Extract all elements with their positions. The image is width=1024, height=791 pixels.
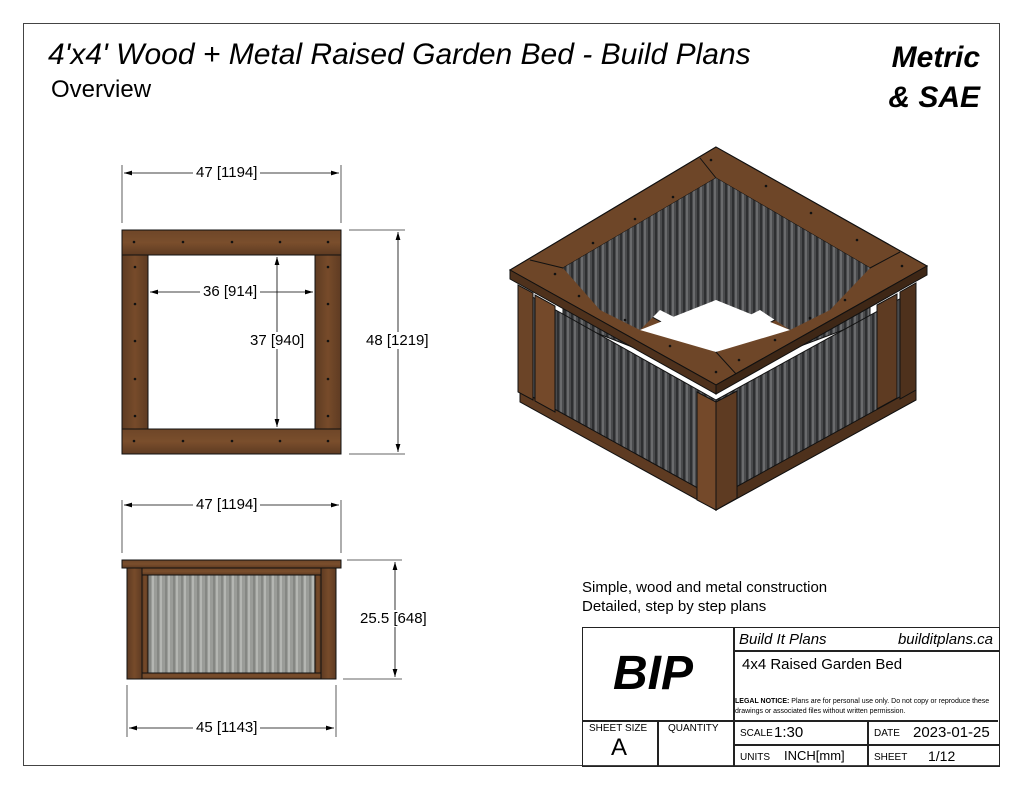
- dim-front-base-width: 45 [1143]: [193, 719, 261, 736]
- legal-notice-label: LEGAL NOTICE:: [735, 698, 790, 705]
- dim-top-inner-depth: 37 [940]: [247, 332, 308, 349]
- dim-top-inner-width: 36 [914]: [200, 283, 261, 300]
- sheet-value: 1/12: [928, 748, 956, 764]
- dim-top-overall-width: 47 [1194]: [193, 164, 261, 181]
- sheet-label: SHEET: [874, 752, 908, 763]
- isometric-view: [509, 146, 929, 511]
- dim-front-overall-width: 47 [1194]: [193, 496, 261, 513]
- website-link[interactable]: builditplans.ca: [897, 631, 993, 648]
- description-line-1: Simple, wood and metal construction: [582, 579, 828, 596]
- description-line-2: Detailed, step by step plans: [582, 598, 767, 615]
- scale-value: 1:30: [774, 724, 804, 741]
- legal-notice-text: Plans are for personal use only. Do not …: [735, 698, 990, 715]
- project-name: 4x4 Raised Garden Bed: [742, 656, 903, 673]
- units-badge: Metric & SAE: [888, 38, 980, 118]
- quantity-label: QUANTITY: [668, 723, 719, 734]
- dim-front-height: 25.5 [648]: [357, 610, 430, 627]
- date-label: DATE: [874, 728, 900, 739]
- drawing-border: [23, 23, 1000, 766]
- scale-label: SCALE: [740, 728, 773, 739]
- company-name: Build It Plans: [739, 631, 827, 648]
- page-title: 4'x4' Wood + Metal Raised Garden Bed - B…: [48, 38, 751, 71]
- legal-notice: LEGAL NOTICE: Plans are for personal use…: [735, 697, 995, 717]
- top-view: [121, 165, 405, 455]
- date-value: 2023-01-25: [913, 724, 990, 741]
- description: Simple, wood and metal construction Deta…: [582, 578, 827, 616]
- page-subtitle: Overview: [51, 76, 152, 103]
- sheet-size-label: SHEET SIZE: [589, 723, 648, 734]
- units-metric: Metric: [891, 41, 980, 74]
- units-label: UNITS: [740, 752, 770, 763]
- units-sae: & SAE: [888, 81, 980, 114]
- front-view: [121, 500, 402, 737]
- dim-top-overall-depth: 48 [1219]: [363, 332, 432, 349]
- title-block: BIP Build It Plans builditplans.ca 4x4 R…: [582, 627, 1000, 767]
- sheet-size-value: A: [611, 734, 628, 761]
- units-value: INCH[mm]: [784, 748, 845, 763]
- logo: BIP: [613, 647, 694, 700]
